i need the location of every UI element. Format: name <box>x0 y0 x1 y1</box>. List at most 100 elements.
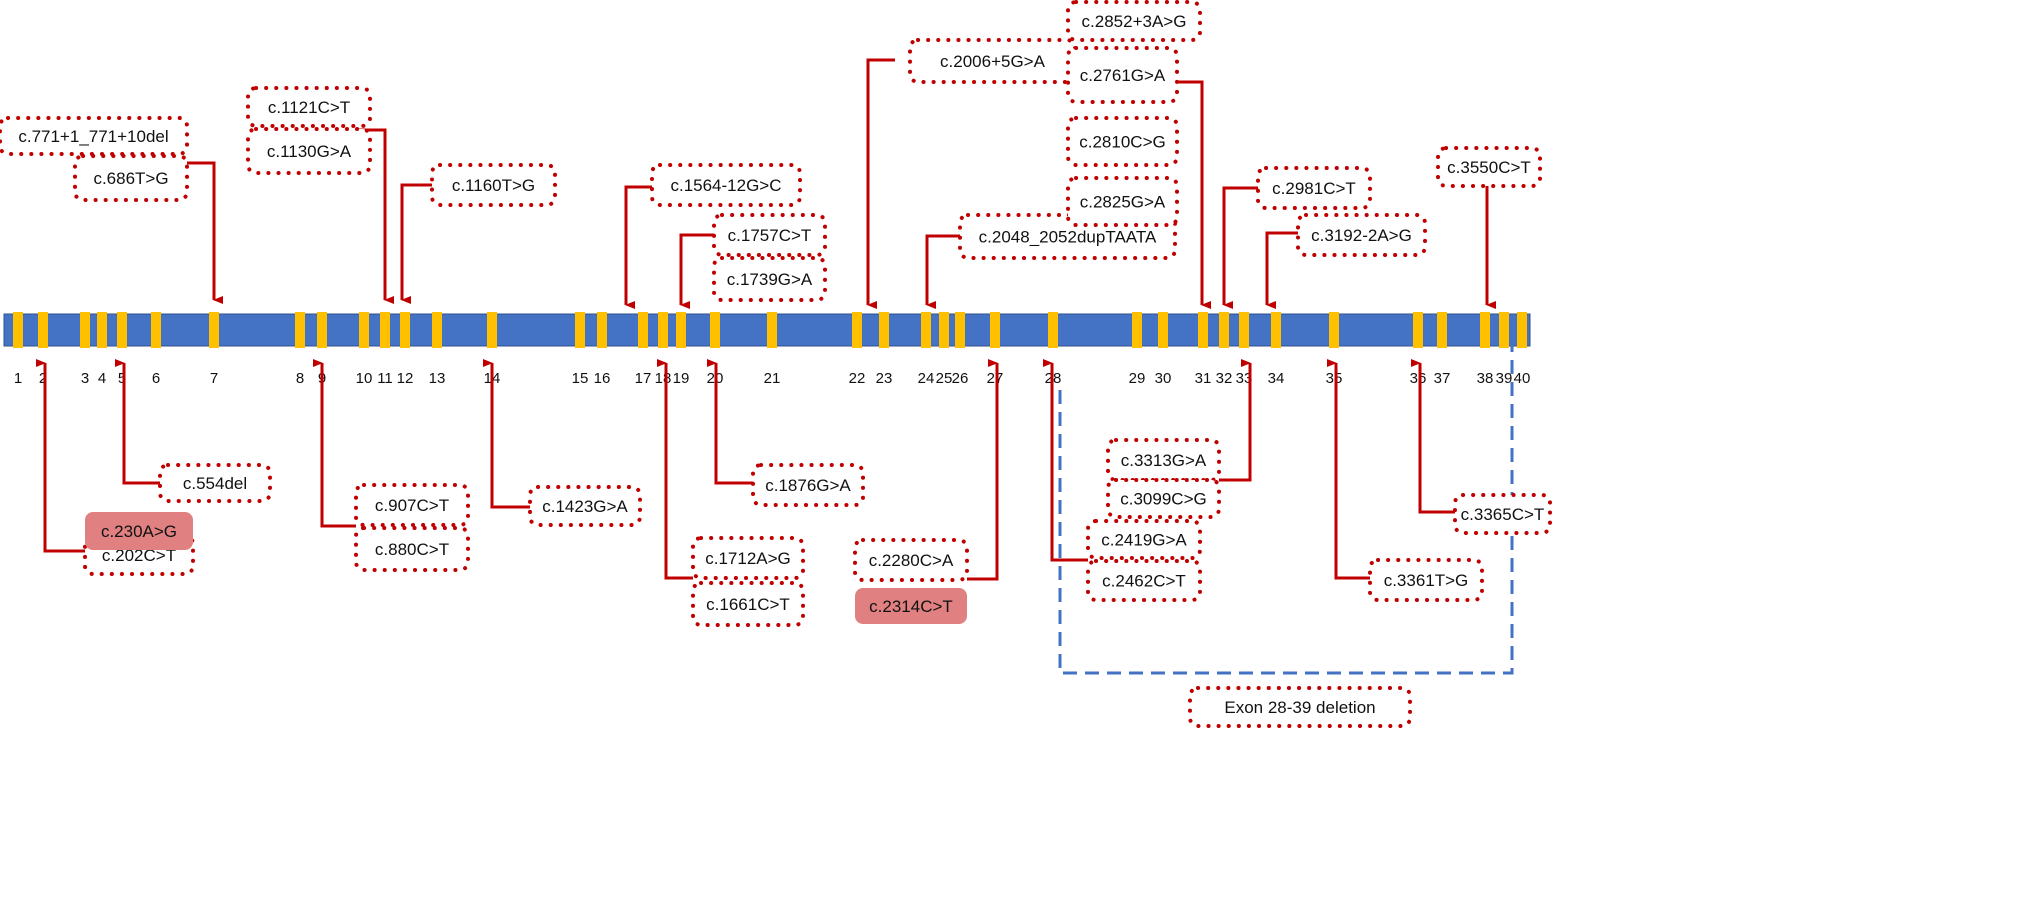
exon-number: 39 <box>1496 370 1513 387</box>
variant-box <box>430 163 557 207</box>
variant-label: c.2825G>A <box>1080 193 1166 212</box>
exon-number: 24 <box>918 370 935 387</box>
variant-below-12: c.3099C>G <box>1106 478 1221 519</box>
exon-20 <box>710 312 720 348</box>
arrow-exon-9 <box>313 359 356 528</box>
variant-label: c.1564-12G>C <box>670 176 781 195</box>
exon-12 <box>400 312 410 348</box>
exon-16 <box>597 312 607 348</box>
arrow-exon-34 <box>1265 231 1298 309</box>
variant-label: c.554del <box>183 474 247 493</box>
variant-below-3: c.907C>T <box>354 483 470 527</box>
exon-17 <box>638 312 648 348</box>
exon-number: 12 <box>397 370 414 387</box>
variant-below-9: c.2280C>A <box>853 538 969 582</box>
variant-box <box>1066 176 1179 227</box>
variant-box <box>691 581 805 627</box>
variant-label: c.1712A>G <box>705 549 791 568</box>
variant-label: c.3361T>G <box>1384 571 1469 590</box>
exon-39 <box>1499 312 1509 348</box>
exon-24 <box>921 312 931 348</box>
variant-label: c.2761G>A <box>1080 66 1166 85</box>
exon-14 <box>487 312 497 348</box>
exon-37 <box>1437 312 1447 348</box>
variant-label: c.3550C>T <box>1447 158 1531 177</box>
variant-below-14: c.2462C>T <box>1086 559 1202 602</box>
variant-box <box>1086 559 1202 602</box>
exon-number: 2 <box>39 370 47 387</box>
exon-38 <box>1480 312 1490 348</box>
exon-number: 32 <box>1216 370 1233 387</box>
exon-number: 19 <box>673 370 690 387</box>
variant-label: c.880C>T <box>375 540 449 559</box>
variant-box <box>1086 519 1202 560</box>
exon-number: 1 <box>14 370 22 387</box>
variant-label: c.2852+3A>G <box>1082 12 1187 31</box>
exon-number: 3 <box>81 370 89 387</box>
exon-10 <box>359 312 369 348</box>
exon-15 <box>575 312 585 348</box>
variant-box <box>1066 116 1179 167</box>
exon-11 <box>380 312 390 348</box>
deletion-bracket <box>1058 345 1514 675</box>
variant-label: c.1130G>A <box>267 142 352 161</box>
variant-above-1: c.686T>G <box>73 154 189 202</box>
variant-below-10: c.2314C>T <box>855 588 967 624</box>
exon-number: 35 <box>1326 370 1343 387</box>
variant-box <box>712 256 827 302</box>
variant-above-4: c.1160T>G <box>430 163 557 207</box>
exon-number: 27 <box>987 370 1004 387</box>
exon-13 <box>432 312 442 348</box>
variant-below-7: c.1712A>G <box>691 536 805 580</box>
arrow-exon-35 <box>1327 359 1370 580</box>
exon-36 <box>1413 312 1423 348</box>
exon-number: 25 <box>936 370 953 387</box>
exon-19 <box>676 312 686 348</box>
exon-6 <box>151 312 161 348</box>
variant-box <box>0 116 189 156</box>
exon-33 <box>1239 312 1249 348</box>
arrow-intron-16 <box>624 185 652 309</box>
exon-number: 26 <box>952 370 969 387</box>
variant-box <box>1453 493 1552 535</box>
exon-25 <box>939 312 949 348</box>
variant-below-8: c.1661C>T <box>691 581 805 627</box>
variant-below-11: c.3313G>A <box>1106 438 1221 482</box>
variant-label: c.1121C>T <box>268 98 350 117</box>
exon-30 <box>1158 312 1168 348</box>
variant-box <box>85 512 193 550</box>
arrow-exon-24 <box>925 234 960 309</box>
exon-number: 11 <box>377 370 393 387</box>
exon-29 <box>1132 312 1142 348</box>
exon-number: 10 <box>356 370 373 387</box>
exon-number: 15 <box>572 370 589 387</box>
variant-below-16: c.3365C>T <box>1453 493 1552 535</box>
exon-35 <box>1329 312 1339 348</box>
variant-label: c.771+1_771+10del <box>18 127 168 146</box>
variant-box <box>158 463 272 503</box>
arrow-exon-14 <box>483 359 530 509</box>
exon-18 <box>658 312 668 348</box>
variant-above-12: c.2810C>G <box>1066 116 1179 167</box>
exon-1 <box>13 312 23 348</box>
exon-number: 30 <box>1155 370 1172 387</box>
exon-2 <box>38 312 48 348</box>
exon-number: 33 <box>1236 370 1253 387</box>
variant-below-4: c.880C>T <box>354 526 470 572</box>
variant-label: c.2810C>G <box>1079 133 1165 152</box>
variant-above-5: c.1564-12G>C <box>650 163 802 207</box>
exon-number: 37 <box>1434 370 1451 387</box>
variant-box <box>73 154 189 202</box>
exon-number: 22 <box>849 370 866 387</box>
variant-label: c.907C>T <box>375 496 449 515</box>
variant-box <box>650 163 802 207</box>
exon-26 <box>955 312 965 348</box>
exon-number: 23 <box>876 370 893 387</box>
variant-above-0: c.771+1_771+10del <box>0 116 189 156</box>
arrow-exon-19 <box>679 233 714 309</box>
variant-label: c.686T>G <box>93 169 168 188</box>
exon-number: 29 <box>1129 370 1146 387</box>
exon-number: 31 <box>1195 370 1212 387</box>
exon-27 <box>990 312 1000 348</box>
